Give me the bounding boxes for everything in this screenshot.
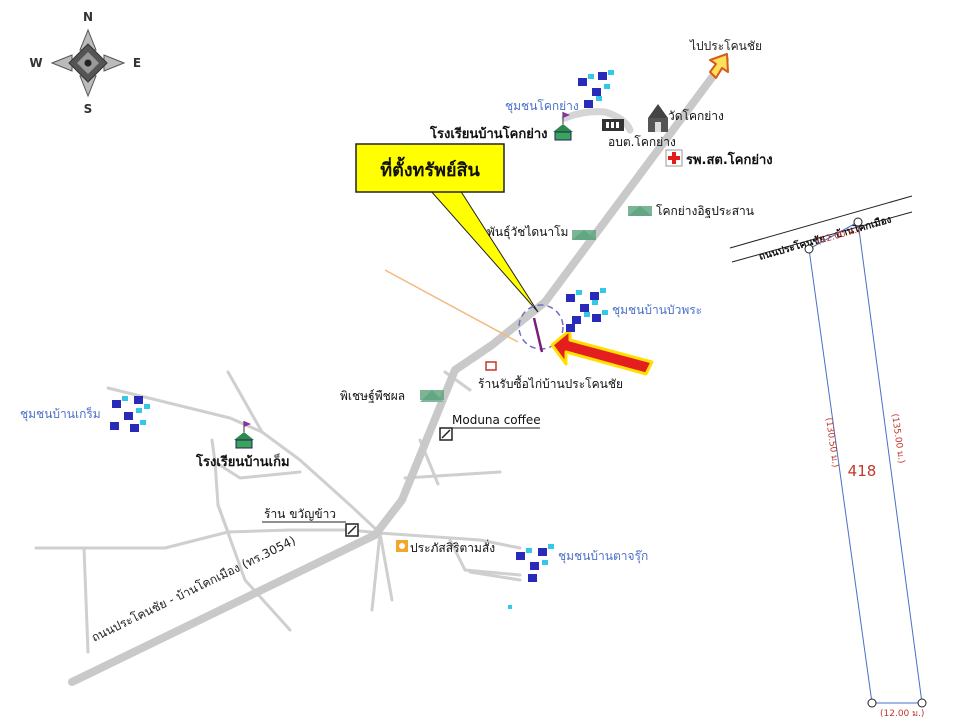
callout-box [355,143,505,193]
plot-number: 418 [848,462,877,480]
place-label-obt-khok-yang: อบต.โคกย่าง [608,135,676,149]
coffee-shop-icon [439,427,453,441]
school-icon-krem [234,421,254,449]
plot-diagram: ถนนประโคนชัย - บ้านโคกเมือง (12.00 ม.) (… [729,195,927,719]
shop-icon-khwan [345,523,359,537]
compass-n-label: N [83,10,93,24]
plot-corner-marker [867,698,877,708]
plot-left-length: (130.50 ม.) [823,417,840,468]
small-dot-marker [508,605,512,609]
shop-icon [485,361,497,371]
plot-road-edge-bottom [731,211,913,263]
place-label-shop-khwan: ร้าน ขวัญข้าว [264,507,336,521]
hospital-icon [665,149,683,167]
plot-road-edge-top [729,195,913,249]
plot-front-boundary [808,221,859,250]
plot-left-boundary [808,248,873,704]
plot-corner-marker [804,244,814,254]
callout-pointer [428,189,539,313]
place-label-community-ta-chuk: ชุมชนบ้านตาจรุ๊ก [558,549,648,564]
minor-roads [34,370,522,654]
plot-corner-marker [853,217,863,227]
place-label-pichet: พิเชษฐ์พืชผล [340,389,405,403]
main-road [68,56,729,686]
destination-arrow-icon [709,53,729,79]
factory-icon-rice [572,230,596,240]
callout-text: ที่ตั้งทรัพย์สิน [380,156,480,181]
compass-s-label: S [84,102,93,116]
place-label-wat-khok-yang: วัดโคกย่าง [668,109,724,123]
place-label-moduna: Moduna coffee [452,413,541,427]
community-cluster-ta-chuk [516,544,554,582]
property-plot-line [532,317,544,353]
compass-e-label: E [133,56,141,70]
plot-right-boundary [857,221,923,704]
school-icon [553,112,573,141]
place-label-chicken-shop: ร้านรับซื้อไก่บ้านประโคนชัย [478,375,623,391]
community-cluster-bua-phra [566,288,608,332]
restaurant-icon [396,540,408,552]
place-label-khok-yang-isan: โคกย่างอิฐประสาน [656,204,754,218]
temple-icon [648,104,668,132]
place-label-school-krem: โรงเรียนบ้านเก็ม [195,452,290,470]
place-label-community-bua-phra: ชุมชนบ้านบัวพระ [612,303,702,318]
place-label-community-krem: ชุมชนบ้านเกร็ม [20,406,101,422]
to-destination-label: ไปประโคนชัย [689,39,762,53]
khok-yang-loop-road [561,108,634,134]
plot-corner-marker [917,698,927,708]
plot-back-width: (12.00 ม.) [880,709,924,719]
plot-right-length: (135.00 ม.) [889,413,906,464]
government-office-icon [602,119,624,131]
red-arrow-icon [550,328,654,376]
place-label-school-khok-yang: โรงเรียนบ้านโคกย่าง [429,125,548,142]
place-label-community-khok-yang: ชุมชนโคกย่าง [505,99,579,114]
place-label-hospital-khok-yang: รพ.สต.โคกย่าง [686,151,773,168]
community-cluster-khok-yang [578,70,614,108]
factory-icon [628,206,652,216]
community-cluster-krem [110,396,150,432]
orange-boundary-line [384,269,519,343]
place-label-prakhasit: ประภัสสิริตามสั่ง [410,539,495,555]
compass-icon [50,28,126,98]
compass-w-label: W [29,56,42,70]
factory-icon-pichet [420,390,444,402]
place-label-rice-seed: พันธุ์วัชไดนาโม [487,225,568,240]
